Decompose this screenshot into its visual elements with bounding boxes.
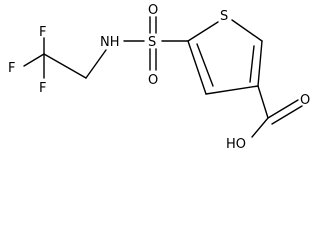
bond-c4-c5 <box>187 40 207 95</box>
bond-c-o-double-a <box>267 99 299 119</box>
atom-f-bottom: F <box>39 81 46 96</box>
atom-nh: NH <box>100 35 120 50</box>
bond-ch2-nh <box>85 49 107 79</box>
bond-cf3-ch2 <box>43 53 87 79</box>
atom-o-sulfonyl-top: O <box>148 3 158 18</box>
atom-labels: F F F NH S O O S O HO <box>8 3 310 152</box>
bonds <box>23 16 303 138</box>
molecule-structure: F F F NH S O O S O HO <box>8 3 310 152</box>
atom-o-sulfonyl-bottom: O <box>148 73 158 88</box>
atom-oh: HO <box>226 137 246 152</box>
atom-f-top: F <box>39 25 46 40</box>
bond-c-f-left <box>23 53 45 67</box>
bond-c2-c3-inner <box>249 45 255 83</box>
atom-o-carbonyl: O <box>300 93 310 108</box>
bond-sring-c2 <box>231 19 263 42</box>
structure-drawing: F F F NH S O O S O HO <box>8 3 310 152</box>
bond-c-o-double-b <box>271 105 303 125</box>
bond-c3-c4 <box>205 85 259 95</box>
bond-c3-ccooh <box>257 85 269 119</box>
atom-s-ring: S <box>220 9 228 24</box>
atom-f-left: F <box>8 61 15 76</box>
bond-c4-c5-inner <box>196 43 214 87</box>
bond-c2-c3 <box>257 40 263 87</box>
atom-s-sulfonyl: S <box>148 35 156 50</box>
bond-c-oh <box>251 117 269 138</box>
bond-c5-sring <box>187 21 219 42</box>
